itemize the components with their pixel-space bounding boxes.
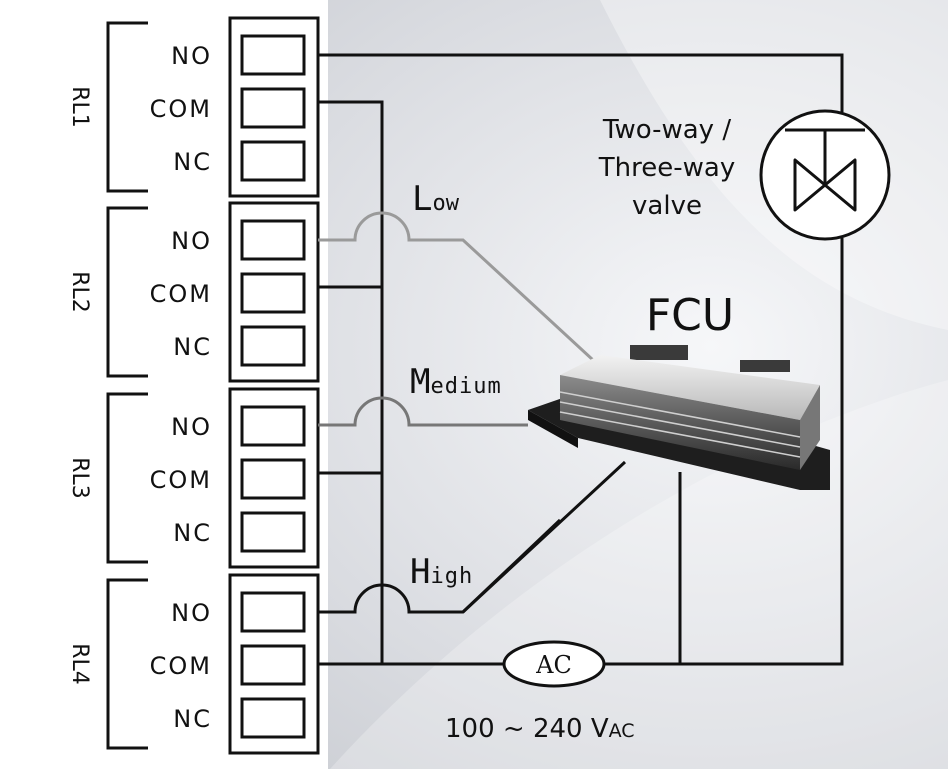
relay-group-rl4: RL4 NO COM NC	[67, 573, 320, 755]
wire-rl1-no-to-valve	[318, 53, 844, 112]
terminal-label-nc: NC	[173, 519, 212, 547]
terminal-com	[240, 644, 306, 686]
valve-label-line2: Three-way	[598, 153, 735, 183]
terminal-label-nc: NC	[173, 333, 212, 361]
fcu-unit	[528, 345, 830, 490]
relay-id-label: RL1	[67, 86, 92, 128]
terminal-label-com: COM	[150, 95, 212, 123]
wire-rl1-com	[318, 100, 384, 664]
terminal-nc	[240, 511, 306, 553]
terminal-label-nc: NC	[173, 148, 212, 176]
ac-source-label: AC	[535, 651, 572, 679]
terminal-no	[240, 219, 306, 261]
terminal-label-no: NO	[171, 227, 212, 255]
terminal-label-nc: NC	[173, 705, 212, 733]
terminal-label-com: COM	[150, 652, 212, 680]
terminal-com	[240, 272, 306, 314]
terminal-no	[240, 591, 306, 633]
relay-bracket	[106, 392, 148, 564]
terminal-nc	[240, 697, 306, 739]
wire-high	[318, 460, 627, 614]
terminal-com	[240, 458, 306, 500]
wire-medium	[318, 396, 528, 427]
relay-bracket	[106, 21, 148, 193]
relay-group-rl1: RL1 NO COM NC	[67, 16, 320, 198]
terminal-label-no: NO	[171, 599, 212, 627]
label-low: Low	[412, 179, 460, 219]
relay-group-rl3: RL3 NO COM NC	[67, 387, 320, 569]
terminal-label-com: COM	[150, 280, 212, 308]
valve-label-line3: valve	[632, 191, 702, 221]
valve-symbol	[759, 109, 891, 241]
wiring	[318, 53, 844, 666]
valve-label-line1: Two-way /	[602, 115, 731, 145]
terminal-no	[240, 405, 306, 447]
relay-id-label: RL2	[67, 271, 92, 313]
terminal-label-no: NO	[171, 42, 212, 70]
wire-low	[318, 211, 595, 362]
ac-source: AC	[502, 640, 606, 688]
wire-fcu-diagonal	[461, 518, 562, 614]
terminal-com	[240, 87, 306, 129]
relay-bracket	[106, 206, 148, 378]
terminal-label-com: COM	[150, 466, 212, 494]
terminal-label-no: NO	[171, 413, 212, 441]
terminal-nc	[240, 325, 306, 367]
fcu-label: FCU	[646, 290, 734, 341]
terminal-no	[240, 34, 306, 76]
relay-id-label: RL4	[67, 643, 92, 685]
label-medium: Medium	[410, 362, 502, 402]
terminal-nc	[240, 140, 306, 182]
label-high: High	[410, 552, 473, 592]
wire-valve-return	[605, 238, 844, 666]
power-range-label: 100 ~ 240 VAC	[445, 714, 635, 744]
relay-bracket	[106, 578, 148, 750]
relay-id-label: RL3	[67, 457, 92, 499]
relay-group-rl2: RL2 NO COM NC	[67, 201, 320, 383]
